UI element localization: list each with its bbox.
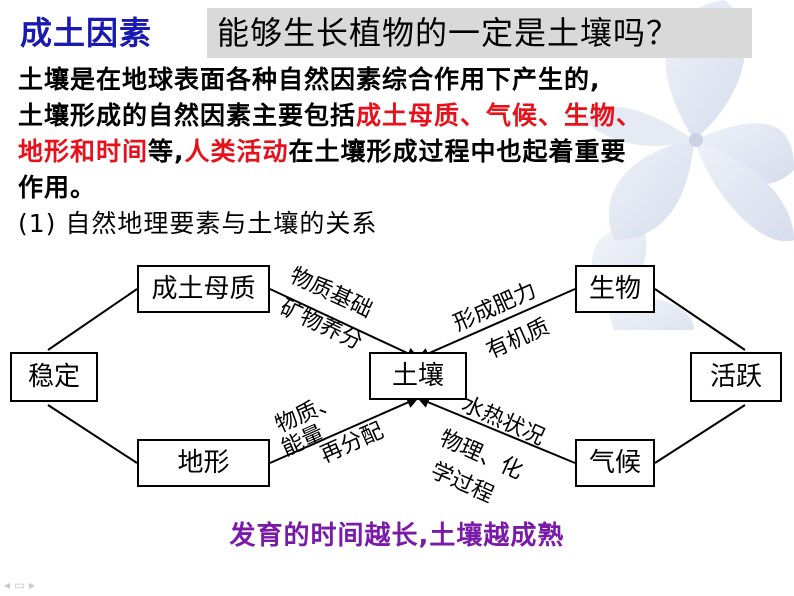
node-terrain: 地形	[137, 439, 270, 487]
intro-text-2: 等,	[148, 137, 185, 166]
human-activity-highlight: 人类活动	[184, 137, 289, 166]
section-label: 成土因素	[20, 14, 153, 52]
arrow-parent-material	[269, 288, 419, 359]
arrow-climate	[417, 396, 576, 464]
intro-paragraph: 土壤是在地球表面各种自然因素综合作用下产生的, 土壤形成的自然因素主要包括成土母…	[18, 62, 758, 242]
node-parent-material: 成土母质	[137, 265, 270, 313]
arrow-terrain	[269, 396, 419, 464]
link-line	[654, 288, 746, 351]
node-organisms: 生物	[575, 265, 655, 313]
arrow-organisms	[417, 288, 576, 360]
node-stable: 稳定	[10, 352, 98, 402]
intro-line-2: 土壤形成的自然因素主要包括成土母质、气候、生物、	[18, 98, 758, 134]
intro-text-3: 在土壤形成过程中也起着重要	[288, 137, 627, 166]
factors-highlight-2: 地形和时间	[18, 137, 149, 166]
link-line	[47, 288, 138, 351]
intro-line-1: 土壤是在地球表面各种自然因素综合作用下产生的,	[18, 65, 601, 94]
intro-line-3: 地形和时间等,人类活动在土壤形成过程中也起着重要	[18, 134, 758, 170]
diagram-lines	[47, 288, 746, 464]
intro-line-4: 作用。	[18, 173, 97, 202]
soil-factor-diagram: 成土母质 生物 稳定 土壤 活跃 地形 气候 物质基础 矿物养分 形成肥力 有机…	[0, 255, 794, 555]
node-climate: 气候	[575, 439, 655, 487]
subheading: (1) 自然地理要素与土壤的关系	[18, 209, 378, 238]
factors-highlight: 成土母质、气候、生物、	[356, 101, 643, 130]
intro-text: 土壤形成的自然因素主要包括	[18, 101, 357, 130]
link-line	[654, 404, 746, 464]
link-line	[47, 404, 138, 464]
slide-nav-icons[interactable]: ◂ ▭ ▸	[4, 578, 36, 592]
footer-conclusion: 发育的时间越长,土壤越成熟	[229, 521, 565, 551]
question-banner: 能够生长植物的一定是土壤吗？	[207, 8, 752, 58]
node-soil: 土壤	[369, 352, 467, 400]
node-active: 活跃	[690, 352, 782, 402]
